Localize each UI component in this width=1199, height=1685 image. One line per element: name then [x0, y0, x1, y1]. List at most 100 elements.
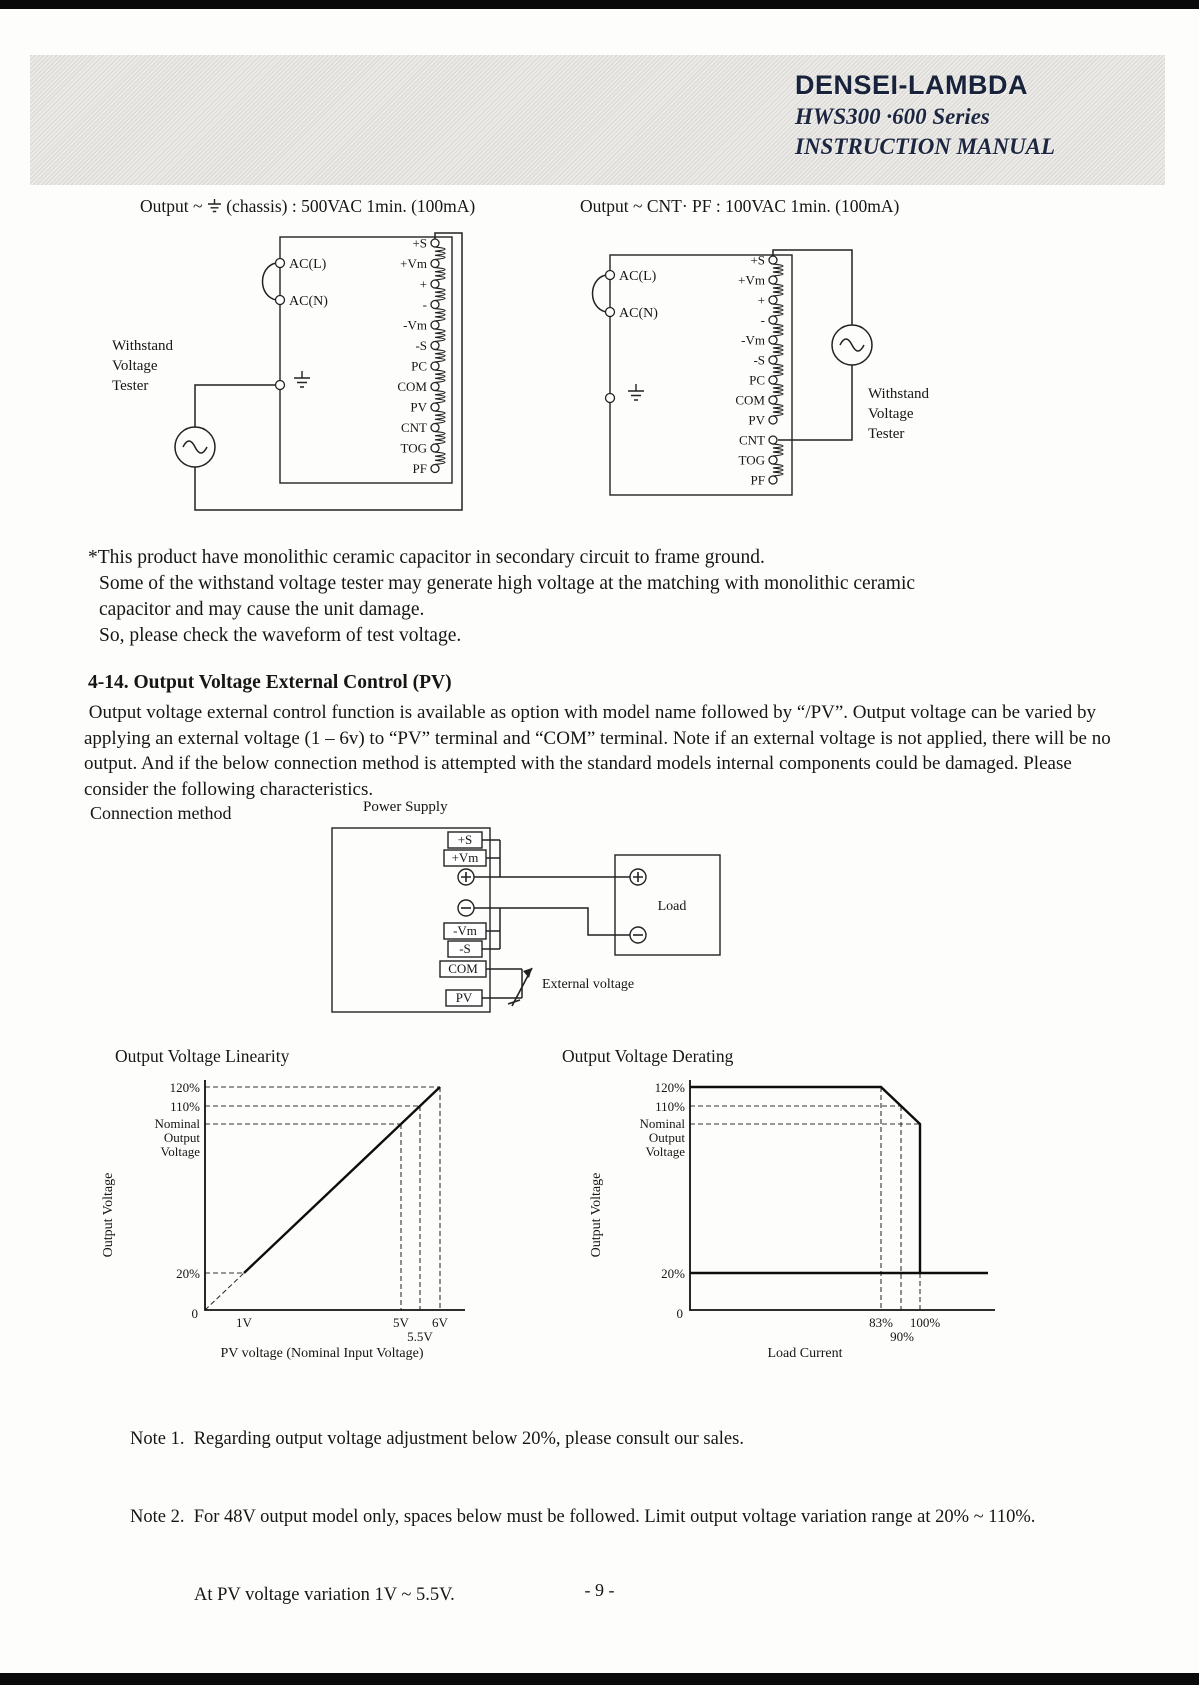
svg-text:Voltage: Voltage — [161, 1144, 201, 1159]
coil-link — [434, 287, 446, 302]
header-banner: DENSEI-LAMBDA HWS300 ·600 Series INSTRUC… — [30, 55, 1165, 185]
terminal-label: CNT — [401, 420, 427, 435]
terminal-CNT — [430, 422, 440, 433]
earth-ground-icon — [207, 199, 221, 213]
coil-link — [434, 246, 446, 261]
negative-terminal — [457, 899, 475, 917]
terminal-box-plus-vm — [443, 849, 487, 867]
top-border-bar — [0, 0, 1199, 9]
derating-chart: 120% 110% Nominal Output Voltage 20% 0 8… — [589, 1080, 995, 1361]
svg-text:Output: Output — [649, 1130, 686, 1145]
svg-text:Voltage: Voltage — [112, 358, 158, 374]
terminal-box-com — [439, 960, 487, 978]
terminal-label: TOG — [401, 441, 427, 456]
coil-link — [772, 383, 784, 397]
test-title-right: Output ~ CNT· PF : 100VAC 1min. (100mA) — [580, 196, 900, 216]
terminal-label: +Vm — [452, 850, 479, 865]
svg-text:Voltage: Voltage — [646, 1144, 686, 1159]
terminal-label: -S — [459, 941, 471, 956]
svg-text:0: 0 — [192, 1306, 199, 1321]
terminal-label: +Vm — [738, 273, 765, 288]
svg-text:120%: 120% — [655, 1080, 686, 1095]
terminal-label: -Vm — [403, 318, 427, 333]
svg-text:110%: 110% — [655, 1099, 685, 1114]
coil-link — [434, 389, 446, 404]
terminal-PC — [430, 361, 440, 371]
terminal-PC — [768, 375, 778, 385]
svg-text:90%: 90% — [890, 1329, 914, 1344]
terminal-label: PV — [410, 400, 427, 415]
terminal-label: - — [761, 313, 765, 328]
tester-label: Withstand Voltage Tester — [868, 386, 930, 442]
load-negative-terminal — [629, 926, 647, 944]
coil-link — [434, 369, 446, 384]
header-text-block: DENSEI-LAMBDA HWS300 ·600 Series INSTRUC… — [795, 69, 1055, 162]
terminal-PV — [768, 415, 778, 425]
coil-link — [772, 463, 784, 477]
svg-text:1V: 1V — [236, 1315, 253, 1330]
note-1: Note 1. Regarding output voltage adjustm… — [130, 1429, 744, 1449]
coil-link — [434, 348, 446, 363]
terminal-PF — [430, 463, 440, 474]
x-axis-label: Load Current — [767, 1346, 842, 1361]
x-tick-labels: 83% 100% 90% — [869, 1315, 940, 1344]
svg-text:6V: 6V — [432, 1315, 449, 1330]
tester-label: Withstand Voltage Tester — [112, 338, 174, 394]
terminal-+S — [768, 255, 778, 265]
gridlines — [690, 1087, 921, 1310]
ac-input-jumper — [591, 274, 607, 313]
linearity-line — [243, 1086, 441, 1274]
ground-icon — [628, 384, 644, 401]
capacitor-note: *This product have monolithic ceramic ca… — [88, 545, 915, 649]
ac-source-icon — [174, 426, 216, 468]
capacitor-note-line: capacitor and may cause the unit damage. — [99, 599, 425, 620]
terminal-box-minus-s — [447, 940, 483, 958]
terminal-+Vm — [768, 275, 778, 285]
linearity-chart: 120% 110% Nominal Output Voltage 20% 0 1… — [101, 1080, 465, 1361]
terminal-box-pv — [445, 989, 483, 1007]
ground-icon — [294, 371, 310, 388]
coil-link — [772, 323, 784, 337]
x-axis-label: PV voltage (Nominal Input Voltage) — [221, 1346, 424, 1361]
axes — [689, 1080, 995, 1311]
wires — [474, 839, 630, 999]
terminal-label: - — [423, 297, 427, 312]
svg-text:20%: 20% — [176, 1266, 200, 1281]
load-box — [614, 854, 721, 956]
coil-link — [434, 328, 446, 343]
section-body: Output voltage external control function… — [84, 702, 1116, 800]
terminal-TOG — [768, 455, 778, 465]
ac-n-label: AC(N) — [619, 306, 658, 321]
positive-terminal — [457, 868, 475, 886]
svg-text:Voltage: Voltage — [868, 406, 914, 422]
terminal--S — [768, 355, 778, 365]
page-number: - 9 - — [584, 1580, 615, 1600]
ground-terminal — [604, 392, 616, 404]
terminal--Vm — [430, 320, 440, 330]
series-title: HWS300 ·600 Series — [795, 104, 990, 129]
coil-link — [772, 303, 784, 317]
terminal-COM — [430, 381, 440, 392]
svg-text:20%: 20% — [661, 1266, 685, 1281]
terminal-label: PF — [413, 461, 427, 476]
svg-text:Nominal: Nominal — [640, 1116, 686, 1131]
note-2-continued: At PV voltage variation 1V ~ 5.5V. — [194, 1585, 455, 1605]
test-title-left-prefix: Output ~ — [140, 196, 203, 216]
svg-text:Output: Output — [164, 1130, 201, 1145]
terminal-PV — [430, 402, 440, 412]
svg-text:120%: 120% — [170, 1080, 201, 1095]
terminal-label: -Vm — [453, 923, 477, 938]
terminal-label: PC — [749, 373, 765, 388]
coil-link — [772, 283, 784, 297]
ac-l-terminal — [274, 257, 286, 269]
terminal-label: -S — [753, 353, 765, 368]
linearity-chart-title: Output Voltage Linearity — [115, 1046, 290, 1066]
terminal-+S — [430, 238, 440, 248]
ac-n-terminal — [604, 306, 616, 318]
notes: Note 1. Regarding output voltage adjustm… — [130, 1374, 1035, 1660]
y-axis-label: Output Voltage — [101, 1173, 116, 1258]
tester-bottom-wire — [778, 365, 853, 441]
svg-text:0: 0 — [677, 1306, 684, 1321]
load-label: Load — [658, 899, 687, 914]
